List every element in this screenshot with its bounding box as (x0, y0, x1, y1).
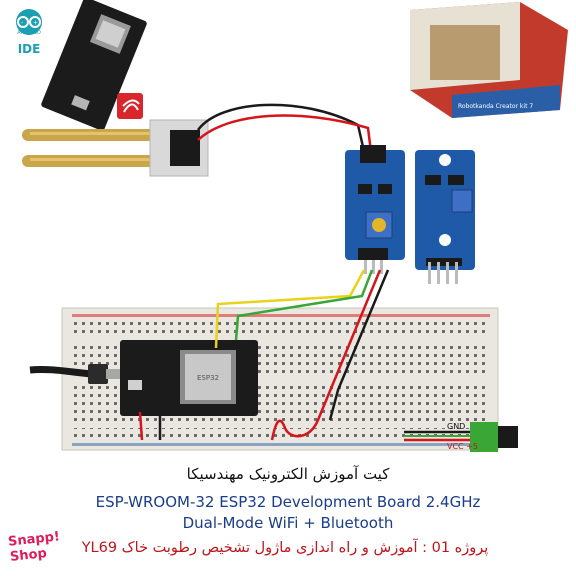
soil-moisture-probe (22, 119, 209, 177)
english-title-line1: ESP-WROOM-32 ESP32 Development Board 2.4… (95, 493, 481, 511)
esp32-on-breadboard: ESP32 (120, 340, 258, 416)
snappshop-logo: Snapp! Shop (7, 529, 66, 572)
gnd-label: GND (447, 422, 466, 431)
sensor-module-2 (415, 150, 475, 284)
power-jack (404, 422, 518, 452)
box-title: Robotkanda Creator kit 7 (458, 103, 533, 110)
vcc-label: VCC +5 (447, 442, 478, 451)
svg-text:+: + (33, 20, 38, 27)
logo-line2: Shop (9, 546, 48, 565)
english-title-line2: Dual-Mode WiFi + Bluetooth (182, 514, 394, 532)
esp-chip-label: ESP32 (197, 374, 219, 382)
svg-text:-: - (21, 19, 23, 26)
project-title: پروژه 01 : آموزش و راه اندازی ماژول تشخی… (81, 540, 489, 556)
arduino-small-text: ARDUINO (17, 30, 41, 36)
arduino-ide-logo: - + (12, 8, 46, 58)
usb-cable (29, 364, 120, 384)
espressif-logo (117, 93, 143, 119)
persian-title: کیت آموزش الکترونیک مهندسیکا (186, 465, 390, 483)
esp32-board-photo (41, 0, 147, 131)
product-box-photo: Robotkanda Creator kit 7 (410, 2, 568, 118)
arduino-ide-text: IDE (17, 42, 41, 56)
comparator-module (345, 145, 405, 274)
